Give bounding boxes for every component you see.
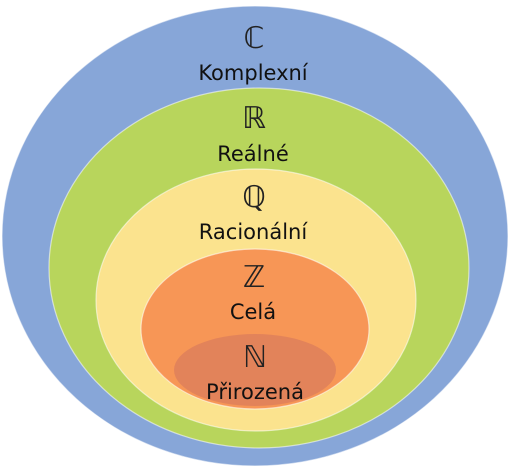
- symbol-complex: ℂ: [244, 21, 265, 56]
- label-natural: Přirozená: [206, 380, 304, 404]
- label-rational: Racionální: [199, 220, 309, 244]
- set-natural-region: [174, 334, 336, 406]
- symbol-rational: ℚ: [242, 180, 266, 215]
- label-integers: Celá: [230, 300, 276, 324]
- label-real: Reálné: [217, 142, 289, 166]
- symbol-real: ℝ: [242, 101, 266, 136]
- symbol-integers: ℤ: [243, 260, 265, 295]
- symbol-natural: ℕ: [243, 340, 267, 375]
- label-complex: Komplexní: [198, 61, 308, 85]
- set-natural: [174, 334, 336, 406]
